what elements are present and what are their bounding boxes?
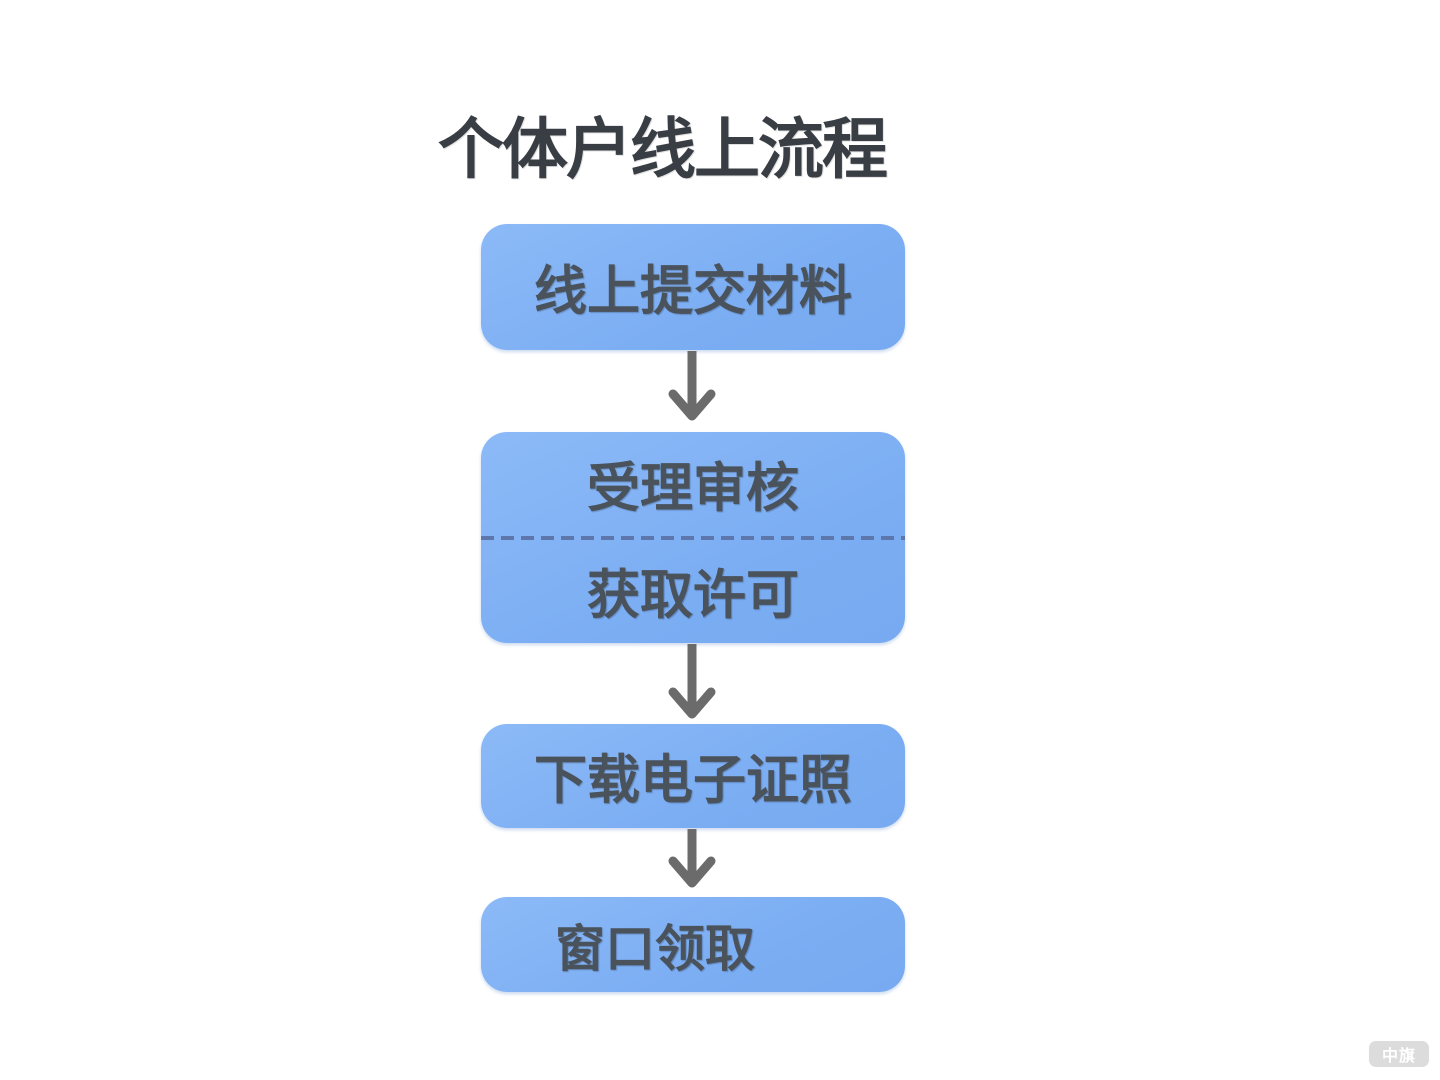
flow-step-review-and-permit: 受理审核 获取许可	[481, 432, 905, 643]
step-label-permit: 获取许可	[587, 566, 799, 626]
dashed-divider	[481, 535, 905, 540]
arrow-down-icon	[668, 644, 716, 719]
step-label: 窗口领取	[555, 920, 755, 977]
page-title: 个体户线上流程	[438, 112, 888, 186]
flow-step-download-license: 下载电子证照	[481, 724, 905, 828]
watermark-badge: 中旗	[1369, 1041, 1429, 1067]
step-label: 下载电子证照	[534, 751, 852, 810]
step-label: 线上提交材料	[534, 262, 852, 321]
arrow-down-icon	[668, 829, 716, 888]
arrow-down-icon	[668, 351, 716, 421]
flow-step-submit-materials: 线上提交材料	[481, 224, 905, 350]
flow-step-window-pickup: 窗口领取	[481, 897, 905, 992]
step-label-review: 受理审核	[587, 458, 799, 518]
